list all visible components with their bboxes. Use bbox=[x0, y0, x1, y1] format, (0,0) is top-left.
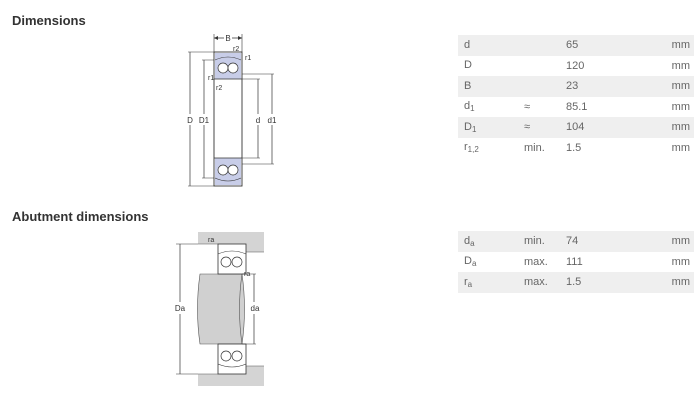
abutment-table: da min. 74 mm Da max. 111 mm ra max. 1.5… bbox=[458, 231, 694, 293]
label-r1-left: r1 bbox=[208, 75, 214, 82]
label-r1-top: r1 bbox=[245, 55, 251, 62]
label-r2-top: r2 bbox=[233, 46, 239, 53]
table-row: da min. 74 mm bbox=[458, 231, 694, 252]
label-ra-mid: ra bbox=[244, 271, 250, 278]
label-Da: Da bbox=[175, 304, 186, 313]
label-da: da bbox=[251, 304, 260, 313]
table-row: D 120 mm bbox=[464, 59, 690, 72]
table-row: ra max. 1.5 mm bbox=[458, 272, 694, 293]
label-d1: d1 bbox=[268, 116, 277, 125]
table-row: Da max. 111 mm bbox=[464, 255, 690, 269]
abutment-title: Abutment dimensions bbox=[12, 209, 149, 224]
table-row: d1 ≈ 85.1 mm bbox=[464, 100, 690, 114]
label-d: d bbox=[256, 116, 260, 125]
table-row: D1 ≈ 104 mm bbox=[458, 117, 694, 138]
label-B: B bbox=[225, 34, 230, 43]
abutment-drawing: ra ra Da da bbox=[173, 232, 264, 386]
label-D1: D1 bbox=[199, 116, 210, 125]
label-ra-top: ra bbox=[208, 237, 214, 244]
label-r2-left: r2 bbox=[216, 85, 222, 92]
table-row: B 23 mm bbox=[458, 76, 694, 97]
dimensions-title: Dimensions bbox=[12, 13, 86, 28]
label-D: D bbox=[187, 116, 193, 125]
bearing-dimensions-drawing: B r2 r1 r1 r2 D D1 d d1 bbox=[184, 33, 279, 187]
table-row: r1,2 min. 1.5 mm bbox=[464, 141, 690, 155]
dimensions-table: d 65 mm D 120 mm B 23 mm d1 ≈ 85.1 mm D1… bbox=[458, 35, 694, 158]
table-row: d 65 mm bbox=[458, 35, 694, 56]
